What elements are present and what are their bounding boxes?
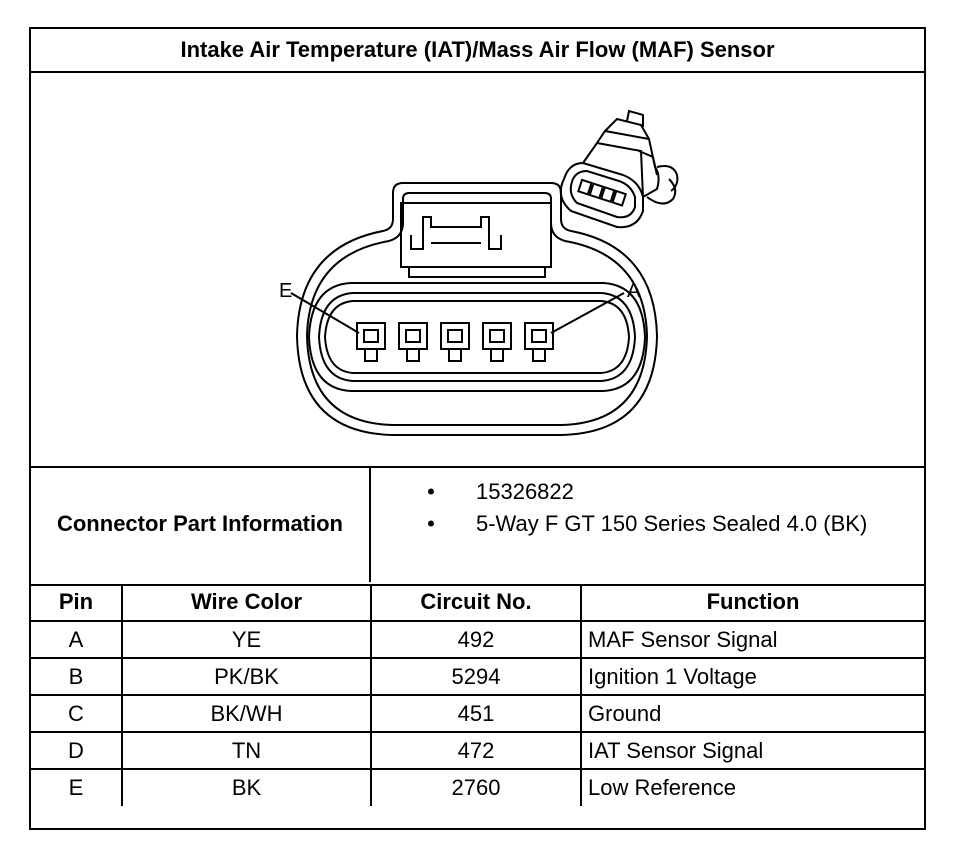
connector-face-inner [317, 292, 637, 382]
connector-part-number: 15326822 [476, 479, 574, 504]
pin-table-header: Pin Wire Color Circuit No. Function [31, 584, 924, 622]
connector-info-section: Connector Part Information • 15326822 • … [31, 466, 924, 586]
table-row: B PK/BK 5294 Ignition 1 Voltage [31, 657, 924, 696]
table-row: E BK 2760 Low Reference [31, 768, 924, 806]
pin-cavities [356, 322, 554, 362]
pin-cavity-e [356, 322, 386, 362]
pin-cavity-d [398, 322, 428, 362]
pin-label-a: A [627, 280, 641, 302]
circuit-cell: 492 [370, 620, 582, 659]
pin-cavity-a [524, 322, 554, 362]
wire-color-cell: BK [121, 768, 372, 806]
wire-color-cell: TN [121, 731, 372, 770]
table-row: A YE 492 MAF Sensor Signal [31, 620, 924, 659]
connector-latch [410, 216, 502, 250]
pin-cell: A [31, 620, 123, 659]
connector-face-drawing: E A [279, 109, 679, 436]
pin-table: Pin Wire Color Circuit No. Function A YE… [31, 584, 924, 806]
function-cell: Ignition 1 Voltage [580, 657, 924, 696]
function-cell: Low Reference [580, 768, 924, 806]
circuit-cell: 2760 [370, 768, 582, 806]
pin-a-leader [550, 292, 625, 334]
pin-cavity-b [482, 322, 512, 362]
pin-e-leader [290, 292, 360, 334]
pin-cell: B [31, 657, 123, 696]
circuit-cell: 472 [370, 731, 582, 770]
circuit-cell: 451 [370, 694, 582, 733]
connector-face-outer [307, 282, 647, 392]
table-row: D TN 472 IAT Sensor Signal [31, 731, 924, 770]
connector-housing-outer [295, 182, 659, 436]
connector-description: 5-Way F GT 150 Series Sealed 4.0 (BK) [476, 511, 868, 536]
connector-info-list: • 15326822 • 5-Way F GT 150 Series Seale… [371, 466, 924, 582]
pin-cell: E [31, 768, 123, 806]
function-cell: Ground [580, 694, 924, 733]
connector-info-item: • 15326822 [371, 476, 924, 508]
wire-color-cell: PK/BK [121, 657, 372, 696]
connector-perspective-view [559, 109, 679, 229]
pin-label-e: E [279, 280, 292, 302]
connector-housing-inner [305, 192, 649, 426]
bullet-icon: • [427, 479, 435, 504]
pin-cavity-c [440, 322, 470, 362]
bullet-icon: • [427, 511, 435, 536]
document-title: Intake Air Temperature (IAT)/Mass Air Fl… [31, 29, 924, 73]
circuit-cell: 5294 [370, 657, 582, 696]
header-function: Function [580, 584, 924, 622]
header-pin: Pin [31, 584, 123, 622]
header-circuit-no: Circuit No. [370, 584, 582, 622]
pin-cell: C [31, 694, 123, 733]
function-cell: IAT Sensor Signal [580, 731, 924, 770]
wire-color-cell: BK/WH [121, 694, 372, 733]
table-row: C BK/WH 451 Ground [31, 694, 924, 733]
connector-info-item: • 5-Way F GT 150 Series Sealed 4.0 (BK) [371, 508, 924, 540]
pin-cell: D [31, 731, 123, 770]
function-cell: MAF Sensor Signal [580, 620, 924, 659]
connector-info-label: Connector Part Information [31, 466, 371, 582]
connector-document: Intake Air Temperature (IAT)/Mass Air Fl… [29, 27, 926, 830]
header-wire-color: Wire Color [121, 584, 372, 622]
wire-color-cell: YE [121, 620, 372, 659]
connector-diagram: E A [31, 71, 924, 468]
